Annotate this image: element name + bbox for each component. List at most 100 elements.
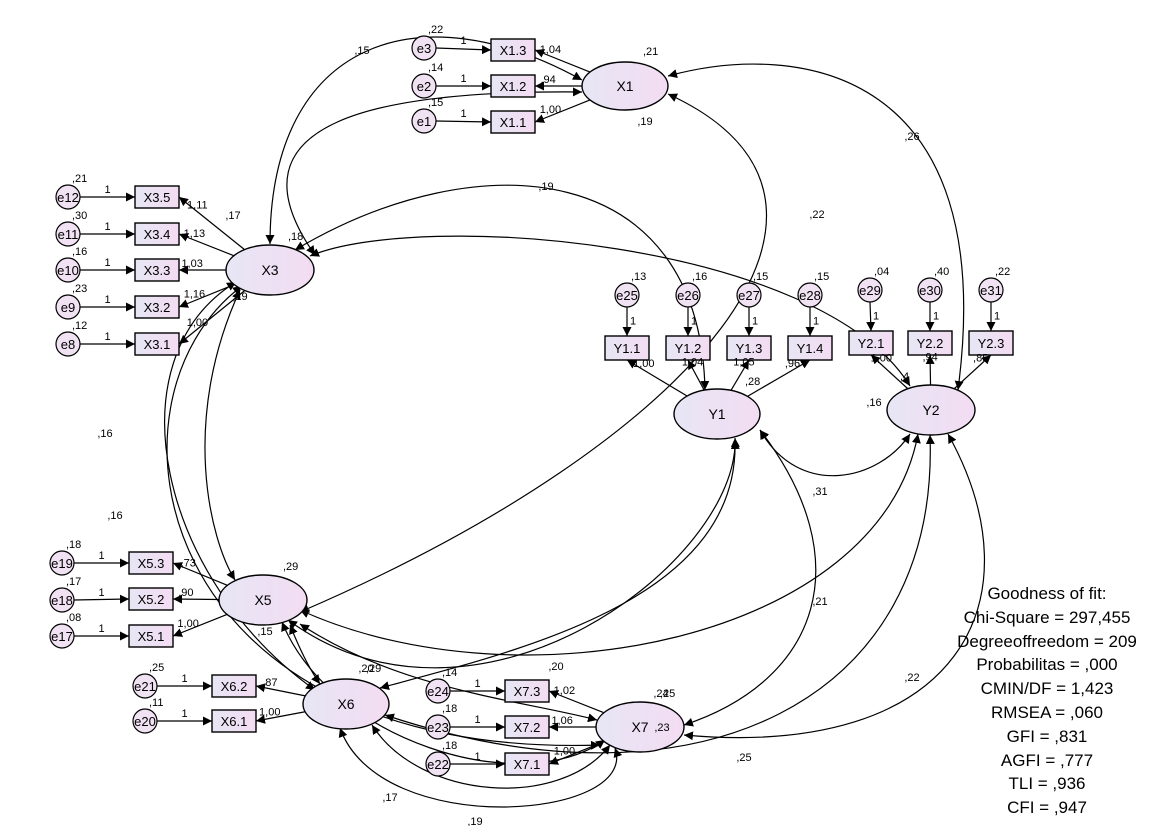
error-path-label-e30: 1 <box>933 311 939 323</box>
covariance-arc-x1-y2 <box>667 63 965 391</box>
covariance-arc-y1-y2 <box>759 429 911 477</box>
error-label-e1: e1 <box>417 114 431 129</box>
indicator-box-y1-1 <box>604 335 650 361</box>
error-variance-e12: ,21 <box>72 173 87 185</box>
error-circle-e3 <box>411 35 437 61</box>
loading-arrow-x3-1 <box>178 290 246 345</box>
error-path-label-e3: 1 <box>460 35 466 47</box>
loading-arrow-x5-1 <box>172 613 228 637</box>
error-label-e22: e22 <box>427 757 449 772</box>
latent-ellipse-x5 <box>218 574 308 626</box>
error-path-label-e2: 1 <box>460 73 466 85</box>
loading-arrow-y1-2 <box>687 359 705 391</box>
error-circle-e20 <box>132 708 158 734</box>
indicator-label-x1-3: X1.3 <box>500 43 527 58</box>
error-label-e25: e25 <box>616 288 638 303</box>
fit-chi-square: Chi-Square = 297,455 <box>963 607 1131 627</box>
error-circle-e18 <box>49 587 75 613</box>
error-variance-e17: ,08 <box>66 612 81 624</box>
loading-label-x3-2: 1,16 <box>184 289 205 301</box>
loading-label-x3-3: 1,03 <box>181 258 202 270</box>
indicator-box-x5-2 <box>128 587 174 611</box>
indicator-box-x3-5 <box>134 185 180 209</box>
covariance-label-x1-x3: ,15 <box>354 45 369 57</box>
error-path-label-e21: 1 <box>181 673 187 685</box>
error-label-e9: e9 <box>61 300 75 315</box>
latent-ellipse-y1 <box>673 388 761 440</box>
covariance-label-x1-x7: ,19 <box>637 116 652 128</box>
fit-rmsea: RMSEA = ,060 <box>991 702 1103 722</box>
error-path-label-e11: 1 <box>104 221 110 233</box>
covariance-label-x3-y2: ,17 <box>225 210 240 222</box>
latent-label-y1: Y1 <box>708 406 725 422</box>
fit-cmin-df: CMIN/DF = 1,423 <box>980 679 1114 699</box>
covariance-label-y2-x5: ,20 <box>548 661 563 673</box>
goodness-of-fit-panel: Goodness of fit: Chi-Square = 297,455 De… <box>935 582 1159 820</box>
loading-label-x7-1: 1,00 <box>554 746 575 758</box>
error-circle-e31 <box>978 277 1004 303</box>
error-circle-e9 <box>55 294 81 320</box>
latent-ellipse-x1 <box>581 61 669 111</box>
indicator-label-x7-3: X7.3 <box>514 684 541 699</box>
indicator-box-y2-2 <box>907 330 953 356</box>
error-path-label-e28: 1 <box>813 316 819 328</box>
error-variance-e18: ,17 <box>66 576 81 588</box>
indicator-label-x3-4: X3.4 <box>144 227 171 242</box>
error-arrow-e3 <box>435 45 492 55</box>
loading-arrow-x7-3 <box>548 690 605 714</box>
indicator-label-y2-1: Y2.1 <box>858 336 885 351</box>
latent-variance-x5: ,29 <box>283 561 298 573</box>
error-variance-e8: ,12 <box>72 320 87 332</box>
covariance-label-x6-y1: ,24 <box>653 688 668 700</box>
latent-variance-x6: ,29 <box>366 663 381 675</box>
indicator-label-x3-5: X3.5 <box>144 190 171 205</box>
indicator-label-y1-2: Y1.2 <box>675 341 702 356</box>
indicator-box-x5-1 <box>128 624 174 648</box>
error-label-e3: e3 <box>417 41 431 56</box>
indicator-box-x1-1 <box>490 110 536 134</box>
covariance-label-y1-x7: ,16 <box>866 397 881 409</box>
error-variance-e27: ,15 <box>753 271 768 283</box>
error-label-e8: e8 <box>61 337 75 352</box>
indicator-label-x7-2: X7.2 <box>514 720 541 735</box>
error-variance-e23: ,18 <box>442 703 457 715</box>
covariance-arc-x1-x3 <box>265 36 583 245</box>
loading-arrow-y1-1 <box>626 359 688 397</box>
error-label-e10: e10 <box>57 263 79 278</box>
fit-probability: Probabilitas = ,000 <box>976 655 1118 675</box>
error-label-e21: e21 <box>134 679 156 694</box>
indicator-box-y1-2 <box>665 335 711 361</box>
covariance-label-x1-x5: ,22 <box>809 209 824 221</box>
covariance-label-x1-y2: ,26 <box>904 131 919 143</box>
latent-ellipse-x3 <box>225 244 315 296</box>
covariance-arc-y2-x5 <box>299 433 921 656</box>
error-variance-e28: ,15 <box>814 271 829 283</box>
error-variance-e24: ,14 <box>442 667 457 679</box>
latent-variance-x3: ,18 <box>288 231 303 243</box>
fit-cfi: CFI = ,947 <box>1007 798 1087 818</box>
error-variance-e2: ,14 <box>428 62 443 74</box>
error-circle-e2 <box>411 73 437 99</box>
indicator-box-y1-3 <box>726 335 772 361</box>
error-circle-e8 <box>55 331 81 357</box>
covariance-label-x3-x6: ,16 <box>97 428 112 440</box>
covariance-arc-x3-x5 <box>204 289 241 581</box>
labels-layer: ,15,26,19,22,19,19,16,16,17,31,16,21,20,… <box>51 24 1010 826</box>
loading-arrow-x3-2 <box>178 283 235 308</box>
edges-layer <box>73 36 996 808</box>
covariance-label-y1-y2: ,31 <box>812 486 827 498</box>
loading-arrow-x3-4 <box>178 233 235 257</box>
error-label-e17: e17 <box>51 629 73 644</box>
error-arrow-e29 <box>866 301 876 332</box>
error-path-label-e31: 1 <box>994 311 1000 323</box>
loading-arrow-x7-1 <box>548 740 605 765</box>
error-circle-e26 <box>675 282 701 308</box>
loading-label-x3-4: 1,13 <box>184 228 205 240</box>
covariance-label-x6-x7: ,17 <box>382 792 397 804</box>
error-label-e26: e26 <box>677 288 699 303</box>
fit-title: Goodness of fit: <box>987 584 1107 603</box>
error-variance-e26: ,16 <box>692 271 707 283</box>
error-arrow-e1 <box>435 117 492 127</box>
indicator-label-y1-1: Y1.1 <box>614 341 641 356</box>
error-path-label-e27: 1 <box>752 316 758 328</box>
